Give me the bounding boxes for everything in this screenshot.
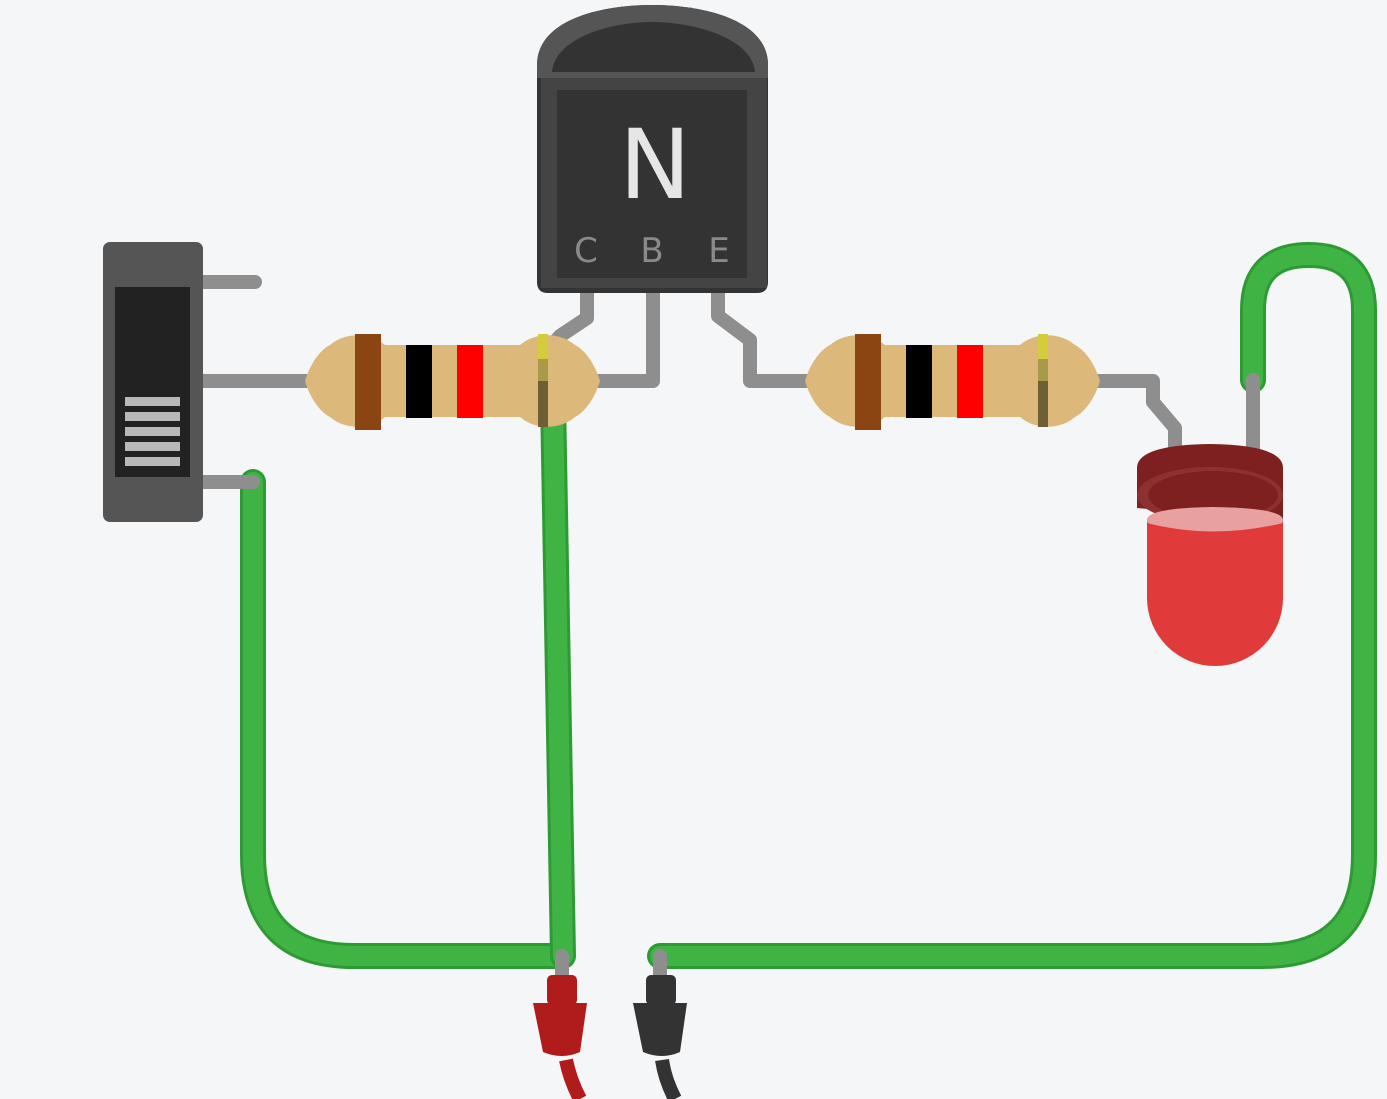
slide-switch[interactable] bbox=[103, 242, 203, 522]
switch-slider-grip[interactable] bbox=[125, 397, 180, 466]
resistor-1-band-1 bbox=[355, 334, 381, 430]
transistor-pin-c-label: C bbox=[574, 231, 598, 271]
wires bbox=[240, 242, 1377, 969]
red-probe[interactable] bbox=[533, 975, 587, 1099]
resistor-2-band-3 bbox=[957, 345, 983, 418]
red-led[interactable] bbox=[1137, 444, 1283, 666]
resistor-1-band-4 bbox=[538, 334, 548, 427]
resistor-2-band-1 bbox=[855, 334, 881, 430]
leads bbox=[196, 275, 1260, 982]
resistor-1[interactable] bbox=[305, 334, 600, 430]
wire-switch-to-red-probe[interactable] bbox=[240, 469, 575, 969]
transistor-pin-b-label: B bbox=[640, 231, 663, 271]
transistor-pin-e-label: E bbox=[708, 231, 729, 271]
resistor-2-band-2 bbox=[906, 345, 932, 418]
resistor-1-band-3 bbox=[457, 345, 483, 418]
resistor-1-band-2 bbox=[406, 345, 432, 418]
resistor-2-band-4 bbox=[1038, 334, 1048, 427]
resistor-2[interactable] bbox=[805, 334, 1100, 430]
black-probe[interactable] bbox=[633, 975, 687, 1099]
transistor-type-label: N bbox=[619, 109, 691, 221]
npn-transistor[interactable]: N C B E bbox=[537, 5, 768, 293]
